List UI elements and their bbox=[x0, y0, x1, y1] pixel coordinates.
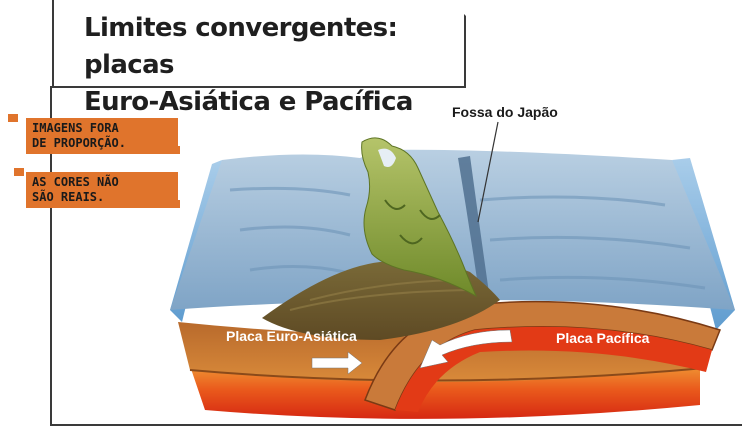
ocean-texture bbox=[229, 186, 706, 290]
pacific-plate-label: Placa Pacífica bbox=[556, 330, 650, 346]
arrow-curved-left-icon bbox=[419, 329, 513, 369]
island-landmass bbox=[361, 137, 478, 298]
arrow-right-icon bbox=[311, 351, 363, 375]
title-box bbox=[52, 0, 466, 88]
island-relief bbox=[384, 199, 441, 245]
color-warning-line-2: SÃO REAIS. bbox=[32, 190, 105, 204]
page-title: Limites convergentes: placas Euro-Asiáti… bbox=[84, 10, 454, 121]
scale-warning-line-1: IMAGENS FORA bbox=[32, 121, 119, 135]
color-warning-line-1: AS CORES NÃO bbox=[32, 175, 119, 189]
trench-groove bbox=[458, 156, 490, 300]
title-line-1: Limites convergentes: placas bbox=[84, 13, 398, 80]
snow-patch bbox=[378, 148, 396, 167]
trench-label: Fossa do Japão bbox=[452, 104, 558, 120]
title-box-corner-cut bbox=[448, 0, 466, 16]
scale-warning-line-2: DE PROPORÇÃO. bbox=[32, 136, 126, 150]
diagram-frame bbox=[50, 86, 742, 426]
scale-warning-tag: IMAGENS FORA DE PROPORÇÃO. bbox=[26, 118, 178, 154]
tag2-notch-left bbox=[14, 168, 24, 176]
title-line-2: Euro-Asiática e Pacífica bbox=[84, 87, 413, 117]
tag2-notch-right bbox=[170, 200, 180, 208]
tag1-notch-left bbox=[8, 114, 18, 122]
crust-mantle-boundary bbox=[189, 367, 706, 382]
eurasian-plate-label: Placa Euro-Asiática bbox=[226, 328, 357, 344]
color-warning-tag: AS CORES NÃO SÃO REAIS. bbox=[26, 172, 178, 208]
mountain-strata bbox=[289, 279, 471, 311]
trench-pointer-line bbox=[477, 121, 499, 223]
tag1-notch-right bbox=[170, 146, 180, 154]
subducting-plate-hot-edge bbox=[395, 326, 712, 412]
